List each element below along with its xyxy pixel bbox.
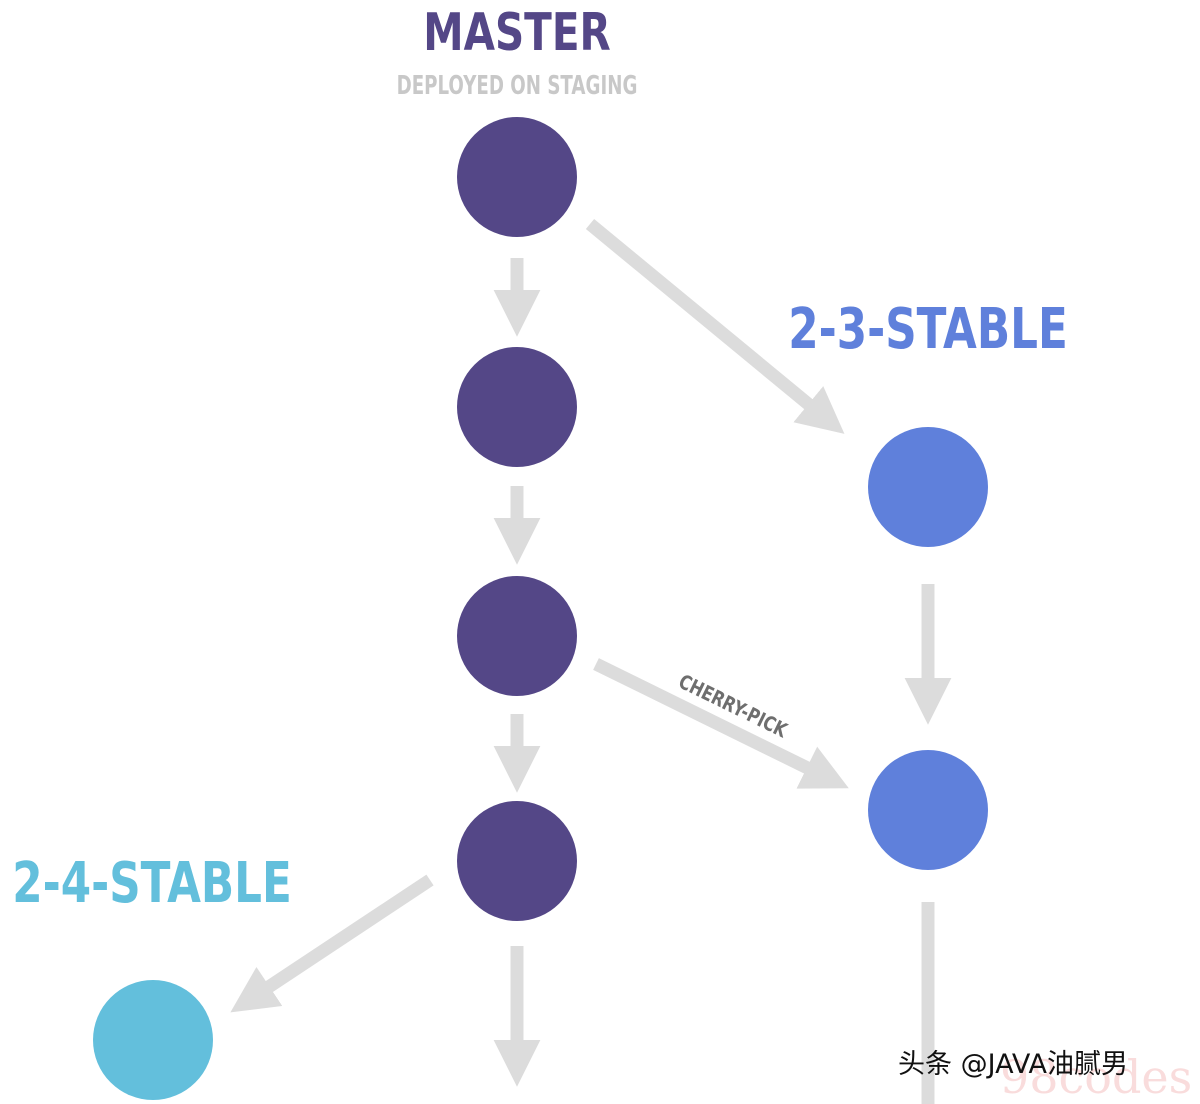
stable-2-3-commit-2 [868,750,988,870]
watermark-text: 头条 @JAVA油腻男 [898,1049,1129,1080]
master-commit-2 [457,347,577,467]
stable-2-3-label: 2-3-STABLE [788,296,1068,362]
arrow-cherry-pick [593,658,849,789]
arrow-master-to-2-4-stable [230,874,434,1013]
master-subtitle: DEPLOYED ON STAGING [397,71,638,101]
master-commit-1 [457,117,577,237]
master-commit-4 [457,801,577,921]
master-label: MASTER [423,2,611,62]
stable-2-4-label: 2-4-STABLE [12,850,292,916]
stable-2-3-commit-1 [868,427,988,547]
watermark-overlay: 98codes [1000,1050,1193,1104]
master-commit-3 [457,576,577,696]
stable-2-4-commit-1 [93,980,213,1100]
arrow-master-to-2-3-stable [585,218,845,434]
